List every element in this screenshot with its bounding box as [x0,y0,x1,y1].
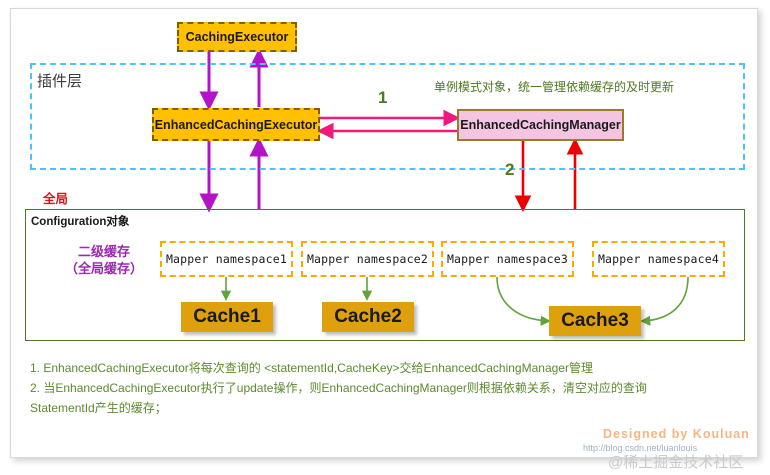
manager-note: 单例模式对象，统一管理依赖缓存的及时更新 [434,80,675,94]
bottom-notes: 1. EnhancedCachingExecutor将每次查询的 <statem… [30,358,740,418]
watermark-site: @稀土掘金技术社区 [608,454,744,471]
plugin-layer-label: 插件层 [37,73,83,90]
second-level-cache-line2: （全局缓存） [64,261,143,276]
bottom-note-2: 2. 当EnhancedCachingExecutor执行了update操作，则… [30,381,647,395]
node-cache-2-label: Cache2 [334,306,402,327]
configuration-container [25,209,745,341]
node-enhanced-caching-executor-label: EnhancedCachingExecutor [154,117,318,132]
node-caching-executor[interactable]: CachingExecutor [177,22,297,52]
node-enhanced-caching-manager-label: EnhancedCachingManager [460,118,621,132]
node-cache-2[interactable]: Cache2 [322,302,414,332]
node-mapper-4-label: Mapper namespace4 [597,252,720,266]
configuration-title: Configuration对象 [31,216,130,228]
node-cache-1[interactable]: Cache1 [181,302,273,332]
node-enhanced-caching-executor[interactable]: EnhancedCachingExecutor [152,108,320,141]
node-cache-1-label: Cache1 [193,306,261,327]
second-level-cache-line1: 二级缓存 [77,244,130,259]
node-mapper-3[interactable]: Mapper namespace3 [441,241,574,277]
second-level-cache-label: 二级缓存 （全局缓存） [44,243,164,277]
node-mapper-3-label: Mapper namespace3 [446,252,569,266]
node-mapper-1[interactable]: Mapper namespace1 [160,241,293,277]
bottom-note-3: StatementId产生的缓存； [30,401,167,415]
node-mapper-2-label: Mapper namespace2 [306,252,429,266]
global-label: 全局 [43,192,69,206]
watermark-designed-by: Designed by Kouluan [603,427,750,441]
node-caching-executor-label: CachingExecutor [185,30,289,44]
step-number-1: 1 [378,88,388,107]
node-cache-3[interactable]: Cache3 [549,306,641,336]
step-number-2: 2 [505,160,515,179]
plugin-layer-container [30,63,745,170]
watermark-url: http://blog.csdn.net/luanlouis [583,443,698,453]
bottom-note-1: 1. EnhancedCachingExecutor将每次查询的 <statem… [30,361,593,375]
node-mapper-2[interactable]: Mapper namespace2 [301,241,434,277]
node-mapper-4[interactable]: Mapper namespace4 [592,241,725,277]
node-cache-3-label: Cache3 [561,310,629,331]
node-enhanced-caching-manager[interactable]: EnhancedCachingManager [457,109,624,141]
page-frame [10,8,758,458]
node-mapper-1-label: Mapper namespace1 [165,252,288,266]
